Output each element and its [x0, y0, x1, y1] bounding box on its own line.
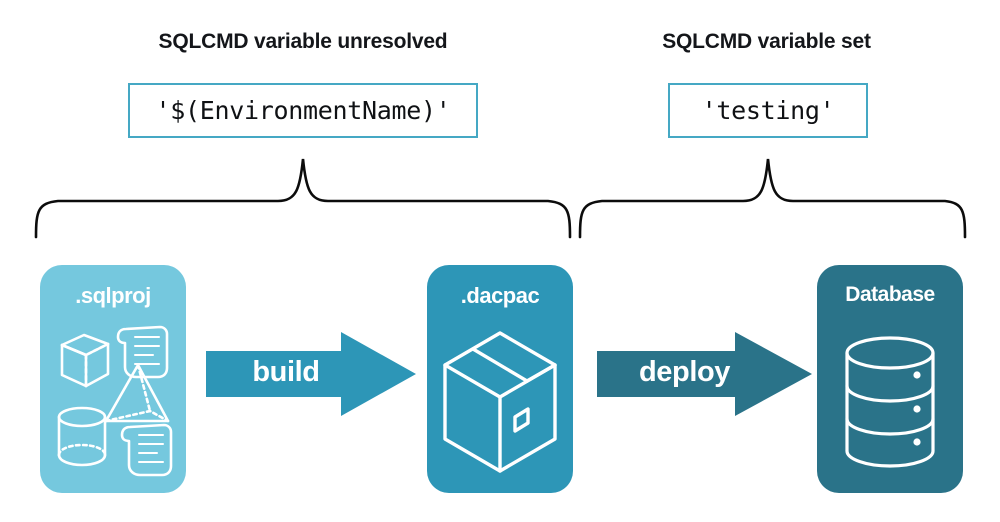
arrow-build-shape [206, 332, 416, 416]
right-brace-icon [578, 158, 967, 239]
card-database-title: Database [845, 283, 935, 306]
value-box-testing: 'testing' [668, 83, 868, 138]
card-dacpac-title: .dacpac [460, 283, 540, 308]
card-sqlproj-artwork [57, 325, 173, 477]
card-dacpac-artwork [443, 331, 557, 473]
card-sqlproj[interactable]: .sqlproj [40, 265, 186, 493]
cylinder-icon [57, 406, 107, 467]
package-box-icon [443, 331, 557, 473]
script-scroll-icon [120, 423, 173, 477]
arrow-build [206, 332, 416, 416]
heading-sqlcmd-variable-set: SQLCMD variable set [662, 30, 871, 53]
cube-icon [60, 333, 110, 388]
card-sqlproj-title: .sqlproj [75, 283, 151, 308]
card-database[interactable]: Database [817, 265, 963, 493]
left-brace-icon [34, 158, 572, 239]
heading-sqlcmd-variable-unresolved: SQLCMD variable unresolved [158, 30, 448, 53]
brace-group [34, 158, 967, 239]
card-database-artwork [845, 336, 935, 468]
script-scroll-icon [116, 325, 169, 379]
pyramid-icon [104, 363, 170, 423]
arrow-deploy-shape [597, 332, 812, 416]
arrow-deploy [597, 332, 812, 416]
database-cylinder-icon [845, 336, 935, 468]
card-dacpac[interactable]: .dacpac [427, 265, 573, 493]
value-box-environment-name: '$(EnvironmentName)' [128, 83, 478, 138]
